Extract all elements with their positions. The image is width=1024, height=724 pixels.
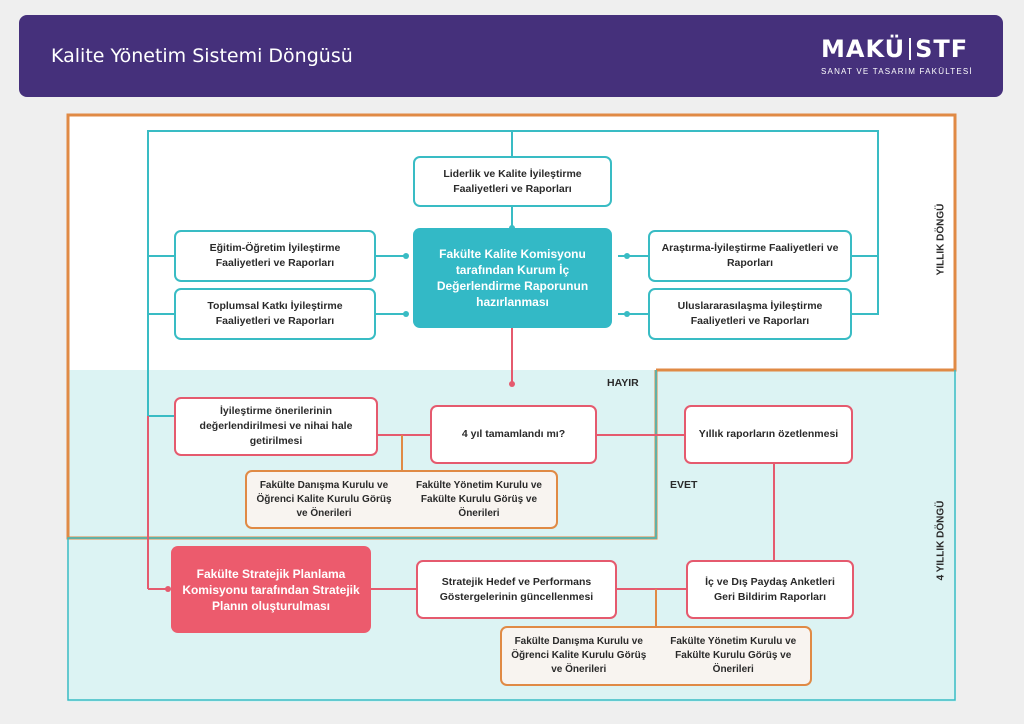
board-opinions-box-2: Fakülte Danışma Kurulu ve Öğrenci Kalite… [500,626,812,686]
logo-stf: STF [915,35,969,63]
four-year-cycle-border [67,370,956,701]
executive-board-opinions-1: Fakülte Yönetim Kurulu ve Fakülte Kurulu… [416,479,542,519]
header-bar: Kalite Yönetim Sistemi Döngüsü MAKÜ STF S… [19,15,1003,97]
stakeholder-survey-box: İç ve Dış Paydaş Anketleri Geri Bildirim… [686,560,854,619]
four-year-check-box: 4 yıl tamamlandı mı? [430,405,597,464]
social-contribution-box: Toplumsal Katkı İyileştirme Faaliyetleri… [174,288,376,340]
no-label: HAYIR [607,377,639,389]
quality-commission-box: Fakülte Kalite Komisyonu tarafından Kuru… [413,228,612,328]
internationalization-box: Uluslararasılaşma İyileştirme Faaliyetle… [648,288,852,340]
improvement-evaluation-box: İyileştirme önerilerinin değerlendirilme… [174,397,378,456]
education-box: Eğitim-Öğretim İyileştirme Faaliyetleri … [174,230,376,282]
faculty-logo: MAKÜ STF SANAT VE TASARIM FAKÜLTESİ [821,35,973,83]
yearly-report-summary-box: Yıllık raporların özetlenmesi [684,405,853,464]
logo-maku: MAKÜ [821,35,906,63]
four-year-cycle-label: 4 YILLIK DÖNGÜ [935,500,947,581]
research-box: Araştırma-İyileştirme Faaliyetleri ve Ra… [648,230,852,282]
leadership-quality-box: Liderlik ve Kalite İyileştirme Faaliyetl… [413,156,612,207]
strategic-plan-box: Fakülte Stratejik Planlama Komisyonu tar… [171,546,371,633]
logo-subtitle: SANAT VE TASARIM FAKÜLTESİ [821,67,973,76]
teal-loop-line [147,130,879,416]
advisory-board-opinions-2: Fakülte Danışma Kurulu ve Öğrenci Kalite… [511,636,647,675]
yes-label: EVET [670,479,698,491]
page-title: Kalite Yönetim Sistemi Döngüsü [51,45,353,67]
board-opinions-box-1: Fakülte Danışma Kurulu ve Öğrenci Kalite… [245,470,558,529]
strategic-goals-box: Stratejik Hedef ve Performans Göstergele… [416,560,617,619]
executive-board-opinions-2: Fakülte Yönetim Kurulu ve Fakülte Kurulu… [670,636,797,675]
yearly-cycle-label: YILLIK DÖNGÜ [935,203,947,276]
advisory-board-opinions-1: Fakülte Danışma Kurulu ve Öğrenci Kalite… [256,479,392,519]
